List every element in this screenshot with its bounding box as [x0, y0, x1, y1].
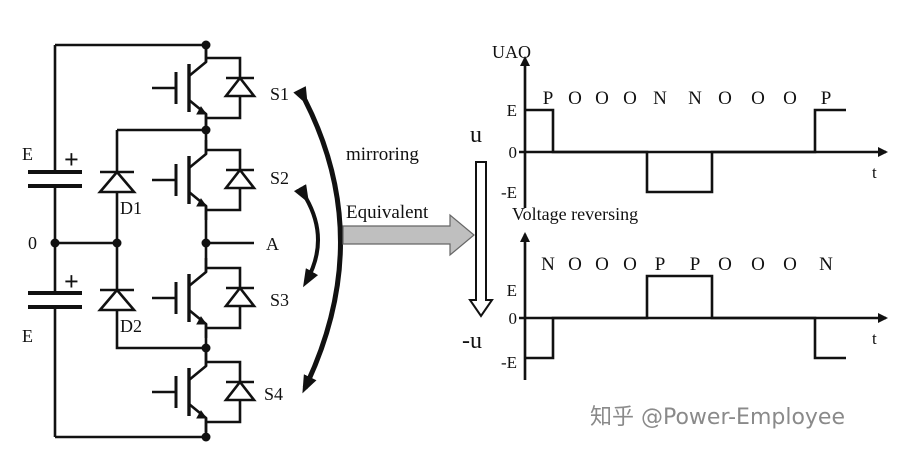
waveform_top-tick: E: [507, 101, 517, 120]
waveform_bottom-state: P: [690, 254, 701, 275]
waveform_top-state: O: [751, 88, 765, 109]
voltage-reversing-label: Voltage reversing: [512, 204, 638, 224]
igbt-switch-s1: [152, 48, 257, 128]
source-bottom-plus: +: [64, 267, 79, 296]
junction-dot: [201, 40, 211, 50]
waveform_top-waveform: [525, 108, 846, 194]
junction-dots: [50, 40, 211, 442]
circuit: [28, 43, 254, 439]
waveform_bottom-state: O: [595, 254, 609, 275]
switch-s1-label: S1: [270, 84, 289, 104]
waveform_top-plot: [519, 56, 888, 208]
waveform_top-state: P: [821, 88, 832, 109]
waveform_bottom-state: O: [623, 254, 637, 275]
waveform_bottom-tick: E: [507, 281, 517, 300]
waveform_bottom-state: P: [655, 254, 666, 275]
capacitor-top: [28, 170, 82, 188]
capacitor-bottom: [28, 291, 82, 309]
junction-dot: [112, 238, 122, 248]
diode-d2-label: D2: [120, 316, 142, 336]
waveform_bottom-state: O: [718, 254, 732, 275]
waveform_bottom-waveform: [525, 274, 846, 360]
outer-mirror-arrow: [293, 86, 343, 394]
source-top-label: E: [22, 144, 33, 164]
waveform_top-state: N: [653, 88, 667, 109]
equivalent-arrow: [342, 213, 475, 257]
waveform_top-state: O: [718, 88, 732, 109]
igbt-switch-s3: [152, 258, 257, 338]
waveform_top-state: O: [783, 88, 797, 109]
waveform_top-tick: -E: [501, 183, 517, 202]
waveform_bottom-state: O: [751, 254, 765, 275]
waveform_bottom-state: N: [819, 254, 833, 275]
igbt-switch-s2: [152, 140, 257, 220]
circuit-labels: E + E + 0 D1 D2 A S1 S2 S3 S4: [22, 84, 289, 404]
waveform_top-state: N: [688, 88, 702, 109]
watermark: 知乎 @Power-Employee: [590, 405, 845, 430]
waveform_bottom-time-label: t: [872, 329, 877, 348]
waveform_bottom-tick-labels: E 0 -E: [501, 281, 517, 372]
waveform_top-tick-labels: E 0 -E: [501, 101, 517, 202]
equivalent-label: Equivalent: [346, 202, 429, 223]
junction-dot: [50, 238, 60, 248]
waveform_top-state: O: [595, 88, 609, 109]
source-top-plus: +: [64, 145, 79, 174]
diode-d1-symbol: [97, 169, 137, 194]
waveform_bottom-tick: -E: [501, 353, 517, 372]
mirroring-label: mirroring: [346, 144, 419, 165]
waveform_top-tick: 0: [509, 143, 518, 162]
output-label: A: [266, 234, 279, 254]
source-bottom-label: E: [22, 326, 33, 346]
waveform_bottom-state: O: [783, 254, 797, 275]
waveform_top-state: P: [543, 88, 554, 109]
switch-s4-label: S4: [264, 384, 283, 404]
switch-s3-label: S3: [270, 290, 289, 310]
waveform_bottom-plot: [519, 232, 888, 380]
diode-d1-label: D1: [120, 198, 142, 218]
waveform_bottom-tick: 0: [509, 309, 518, 328]
switch-s2-label: S2: [270, 168, 289, 188]
waveform_bottom-state: N: [541, 254, 555, 275]
waveform_top-time-label: t: [872, 163, 877, 182]
waveform-axis-label: UAO: [492, 42, 531, 62]
inner-mirror-arrow: [293, 184, 320, 288]
neutral-label: 0: [28, 233, 37, 253]
igbt-switch-s4: [152, 352, 257, 432]
junction-dot: [201, 343, 211, 353]
reversal-bottom-label: -u: [462, 328, 482, 354]
switch-group: [152, 48, 257, 432]
junction-dot: [201, 125, 211, 135]
mirroring-arrows: [293, 86, 343, 394]
waveform_top-state: O: [568, 88, 582, 109]
diode-d2-symbol: [97, 287, 137, 312]
junction-dot: [201, 238, 211, 248]
waveform_top-state: O: [623, 88, 637, 109]
junction-dot: [201, 432, 211, 442]
reversal-top-label: u: [470, 122, 482, 148]
reversal-arrow: [468, 161, 494, 318]
waveform_bottom-state: O: [568, 254, 582, 275]
d2-clamp-wire: [115, 243, 206, 350]
